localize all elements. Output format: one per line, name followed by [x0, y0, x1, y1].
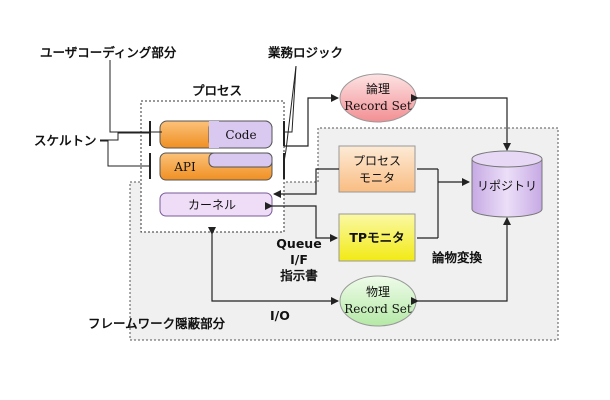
callout-lines [100, 60, 297, 167]
logical-rs-label-1: 論理 [366, 81, 390, 96]
framework-hidden-label: フレームワーク隠蔽部分 [88, 316, 226, 331]
tp-monitor-label: TPモニタ [349, 230, 404, 245]
if-label: I/F [290, 252, 308, 267]
process-monitor: プロセス モニタ [338, 145, 416, 193]
repository: リポジトリ [471, 150, 543, 218]
kernel-block: カーネル [159, 192, 273, 217]
instruction-label: 指示書 [280, 268, 318, 283]
repository-label: リポジトリ [477, 179, 537, 193]
physical-rs-label-2: Record Set [344, 302, 412, 316]
business-logic-label: 業務ロジック [267, 45, 343, 60]
tp-monitor: TPモニタ [338, 213, 416, 262]
logical-record-set: 論理 Record Set [339, 73, 417, 123]
logical-conversion-label: 論物変換 [432, 250, 483, 265]
kernel-label: カーネル [188, 198, 236, 212]
physical-record-set: 物理 Record Set [339, 275, 417, 327]
api-label: API [173, 160, 196, 174]
user-coding-label: ユーザコーディング部分 [40, 45, 177, 60]
physical-rs-label-1: 物理 [366, 285, 390, 299]
process-label: プロセス [192, 83, 242, 98]
queue-label: Queue [276, 236, 321, 251]
logical-rs-label-2: Record Set [344, 99, 412, 113]
code-block: Code [159, 120, 273, 149]
api-block: API [159, 152, 273, 181]
process-monitor-label-2: モニタ [359, 171, 395, 185]
connectors [208, 94, 511, 305]
code-label: Code [225, 128, 256, 142]
io-label: I/O [270, 308, 290, 323]
skeleton-label: スケルトン [34, 133, 97, 148]
process-monitor-label-1: プロセス [353, 154, 401, 168]
